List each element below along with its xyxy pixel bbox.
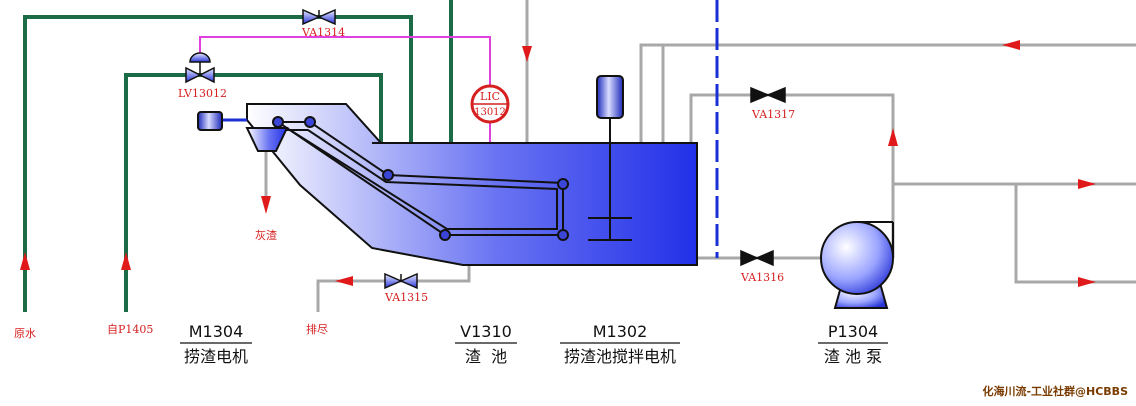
svg-text:P1304: P1304 [828, 322, 878, 341]
valve-va1317-icon[interactable] [750, 86, 786, 104]
discharge-hopper [245, 127, 289, 152]
svg-text:M1304: M1304 [189, 322, 244, 341]
conveyor-sprockets [272, 116, 569, 241]
valve-va1317-label: VA1317 [751, 108, 795, 121]
raw-water-pipe [23, 15, 413, 312]
equipment-tag-m1302: M1302 捞渣池搅拌电机 [560, 322, 680, 366]
svg-text:捞渣电机: 捞渣电机 [184, 347, 248, 366]
svg-text:渣 池 泵: 渣 池 泵 [824, 347, 882, 366]
lic-tag-line2: 13012 [474, 107, 506, 118]
grey-pipes [264, 0, 1136, 312]
equipment-tag-v1310: V1310 渣 池 [455, 322, 517, 366]
valve-lv13012-label: LV13012 [178, 87, 227, 100]
arrow-ash-down [261, 196, 271, 214]
valve-va1314-label: VA1314 [301, 26, 345, 39]
arrow-line-45-left [1002, 40, 1020, 50]
flow-arrows [20, 40, 1096, 287]
watermark: 化海川流-工业社群@HCBBS [982, 384, 1128, 398]
arrow-up-893 [888, 128, 898, 146]
valve-va1315-label: VA1315 [384, 291, 428, 304]
svg-text:M1302: M1302 [593, 322, 648, 341]
svg-text:捞渣池搅拌电机: 捞渣池搅拌电机 [564, 347, 676, 366]
equipment-tag-p1304: P1304 渣 池 泵 [818, 322, 888, 366]
svg-text:渣 池: 渣 池 [465, 347, 507, 366]
valve-va1316-label: VA1316 [740, 271, 784, 284]
stream-drain-label: 排尽 [306, 322, 328, 336]
stream-ash-slag-label: 灰渣 [255, 228, 277, 242]
svg-text:V1310: V1310 [460, 322, 512, 341]
equipment-tag-m1304: M1304 捞渣电机 [180, 322, 252, 366]
arrow-out-184 [1078, 179, 1096, 189]
slag-tank-v1310 [246, 103, 698, 266]
arrow-top-inflow [522, 46, 532, 62]
valve-va1315-icon[interactable] [384, 272, 418, 290]
lic-tag-line1: LIC [480, 90, 500, 103]
arrow-drain-left [335, 276, 353, 286]
arrow-from-p1405 [121, 252, 131, 270]
valve-va1316-icon[interactable] [740, 249, 774, 267]
slag-pump-p1304 [820, 221, 894, 309]
arrow-out-282 [1078, 277, 1096, 287]
valve-va1314-icon[interactable] [302, 8, 336, 26]
conveyor-motor-m1304 [197, 111, 247, 131]
level-controller-lic13012[interactable]: LIC 13012 [470, 84, 510, 124]
stream-raw-water-label: 原水 [14, 327, 36, 340]
agitator-motor-m1302 [588, 75, 632, 241]
arrow-raw-water [20, 252, 30, 270]
valve-lv13012-icon[interactable] [185, 52, 215, 84]
p1405-pipe [124, 73, 383, 312]
level-control-line [199, 36, 491, 87]
stream-from-p1405-label: 自P1405 [107, 323, 153, 336]
